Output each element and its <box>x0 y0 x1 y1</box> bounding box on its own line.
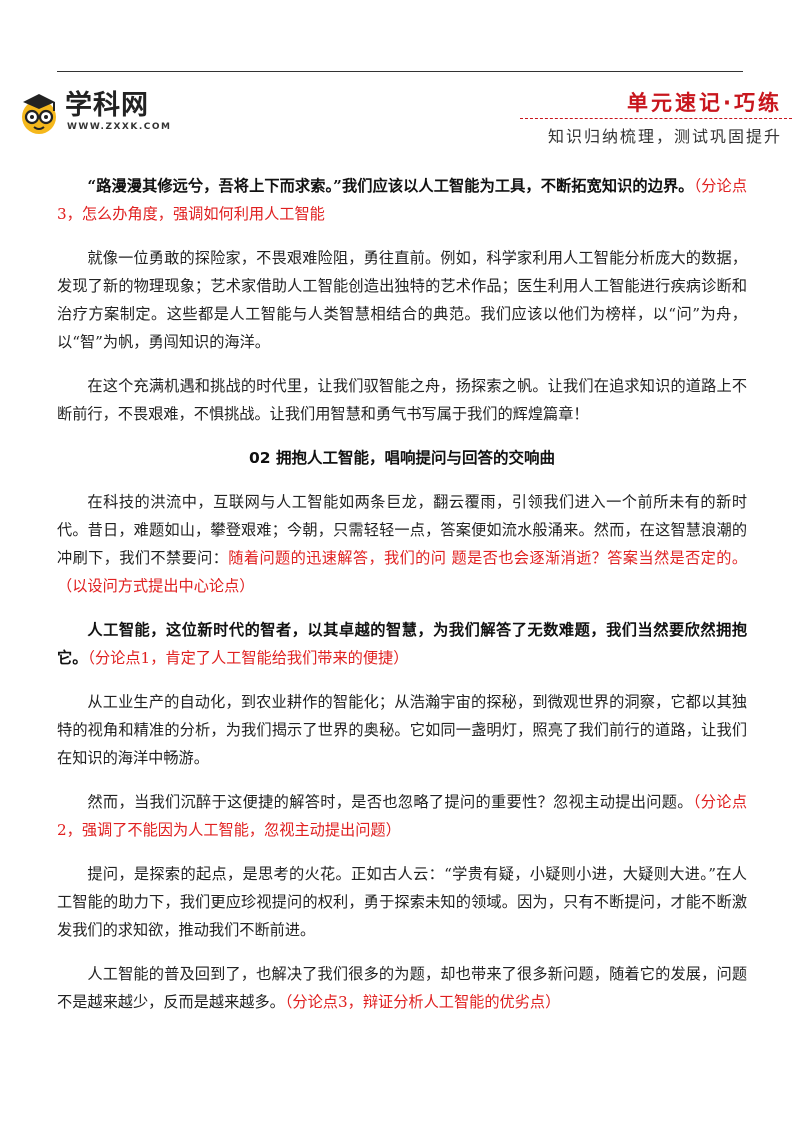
brand-title: 单元速记·巧练 <box>627 91 782 115</box>
paragraph-8: 提问，是探索的起点，是思考的火花。正如古人云：“学贵有疑，小疑则小进，大疑则大进… <box>57 865 747 939</box>
paragraph-1: “路漫漫其修远兮，吾将上下而求索。”我们应该以人工智能为工具，不断拓宽知识的边界… <box>57 172 747 228</box>
paragraph-1-bold: “路漫漫其修远兮，吾将上下而求索。”我们应该以人工智能为工具，不断拓宽知识的边界… <box>87 177 694 195</box>
paragraph-3: 在这个充满机遇和挑战的时代里，让我们驭智能之舟，扬探索之帆。让我们在追求知识的道… <box>57 377 747 423</box>
paragraph-4-text: 在科技的洪流中，互联网与人工智能如两条巨龙，翻云覆雨，引领我们进入一个前所未有的… <box>57 493 747 567</box>
paragraph-9-annotation: （分论点3，辩证分析人工智能的优劣点） <box>284 993 561 1011</box>
brand-divider <box>520 118 792 119</box>
brand-subtitle: 知识归纳梳理，测试巩固提升 <box>547 127 782 146</box>
paragraph-4: 在科技的洪流中，互联网与人工智能如两条巨龙，翻云覆雨，引领我们进入一个前所未有的… <box>57 488 747 600</box>
paragraph-5-annotation: （分论点1，肯定了人工智能给我们带来的便捷） <box>87 649 409 667</box>
logo-url: WWW.ZXXK.COM <box>67 122 172 132</box>
brand-banner: 单元速记·巧练 知识归纳梳理，测试巩固提升 <box>520 85 792 150</box>
logo-text: 学科网 <box>65 90 149 121</box>
section-heading: 02 拥抱人工智能，唱响提问与回答的交响曲 <box>249 449 555 467</box>
paragraph-9: 人工智能的普及回到了，也解决了我们很多的为题，却也带来了很多新问题，随着它的发展… <box>57 960 747 1016</box>
paragraph-7-annotation: （分论点2，强调了不能因为人工智能，忽视主动提出问题） <box>57 793 748 839</box>
paragraph-7: 然而，当我们沉醉于这便捷的解答时，是否也忽略了提问的重要性？忽视主动提出问题。（… <box>57 788 747 844</box>
paragraph-9-text: 人工智能的普及回到了，也解决了我们很多的为题，却也带来了很多新问题，随着它的发展… <box>57 965 747 1011</box>
paragraph-2: 就像一位勇敢的探险家，不畏艰难险阻，勇往直前。例如，科学家利用人工智能分析庞大的… <box>57 249 747 351</box>
article-body: “路漫漫其修远兮，吾将上下而求索。”我们应该以人工智能为工具，不断拓宽知识的边界… <box>57 172 747 1032</box>
paragraph-5: 人工智能，这位新时代的智者，以其卓越的智慧，为我们解答了无数难题，我们当然要欣然… <box>57 616 747 672</box>
paragraph-7-text: 然而，当我们沉醉于这便捷的解答时，是否也忽略了提问的重要性？忽视主动提出问题。 <box>87 793 693 811</box>
owl-mascot-icon <box>22 94 56 134</box>
paragraph-1-annotation: （分论点3，怎么办角度，强调如何利用人工智能 <box>57 177 748 223</box>
logo: 学科网 WWW.ZXXK.COM <box>15 90 170 140</box>
paragraph-6: 从工业生产的自动化，到农业耕作的智能化；从浩瀚宇宙的探秘，到微观世界的洞察，它都… <box>57 693 747 767</box>
header-rule <box>57 71 743 72</box>
paragraph-5-bold: 人工智能，这位新时代的智者，以其卓越的智慧，为我们解答了无数难题，我们当然要欣然… <box>57 621 747 667</box>
paragraph-4-annotation: 随着问题的迅速解答，我们的问 题是否也会逐渐消逝？答案当然是否定的。（以设问方式… <box>57 549 748 595</box>
